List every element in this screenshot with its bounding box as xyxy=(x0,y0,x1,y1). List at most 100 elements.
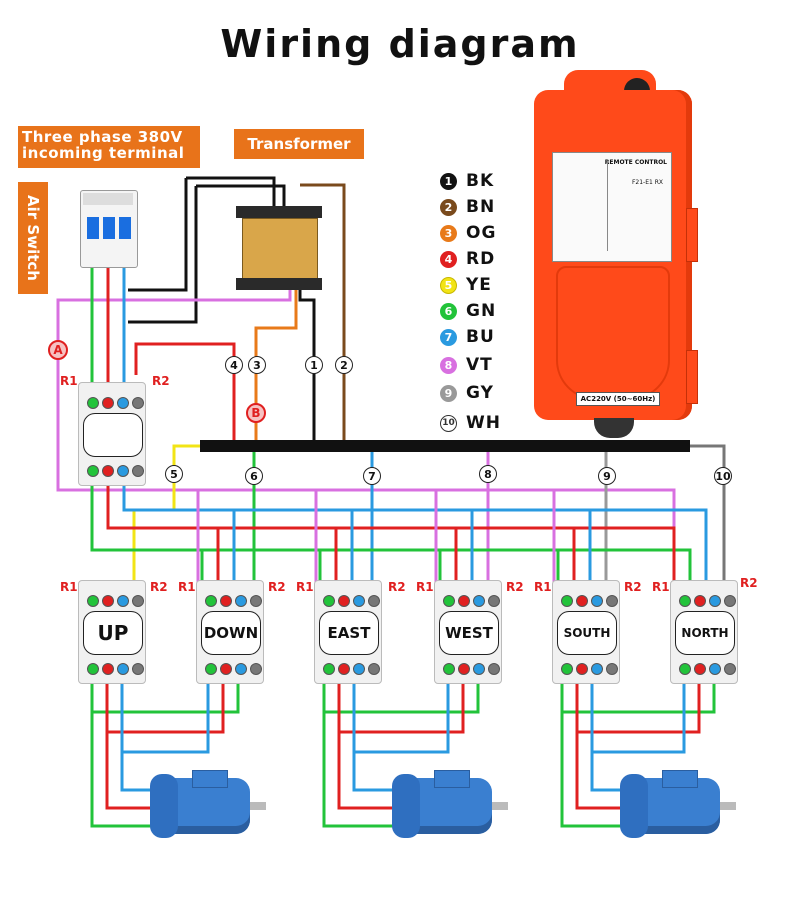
contactor-label: UP xyxy=(97,621,129,645)
terminal-top xyxy=(709,595,721,607)
terminal-bottom xyxy=(323,663,335,675)
wire-black-transformer-4 xyxy=(196,184,286,208)
wire-number-1: 1 xyxy=(305,356,323,374)
terminal-bottom xyxy=(443,663,455,675)
motor-terminal-box xyxy=(434,770,470,788)
terminal-bottom xyxy=(724,663,736,675)
terminal-top xyxy=(606,595,618,607)
terminal-top xyxy=(102,595,114,607)
legend-color-code: GY xyxy=(466,383,494,403)
contactor-drops xyxy=(196,490,592,590)
breaker-toggle-1 xyxy=(87,217,99,239)
terminal-top xyxy=(132,595,144,607)
panel-color-table xyxy=(557,161,608,251)
transformer xyxy=(236,206,322,290)
wire-number-2: 2 xyxy=(335,356,353,374)
label-r2: R2 xyxy=(624,580,642,594)
terminal-bottom xyxy=(338,663,350,675)
label-r2: R2 xyxy=(388,580,406,594)
marker-b: B xyxy=(246,403,266,423)
legend-number-badge: 8 xyxy=(440,356,457,374)
terminal-bottom xyxy=(576,663,588,675)
terminal-top xyxy=(338,595,350,607)
terminal-top xyxy=(87,397,99,409)
terminal-top xyxy=(205,595,217,607)
control-bus-bar xyxy=(200,440,690,452)
breaker-toggle-2 xyxy=(103,217,115,239)
legend-item-gn: 6 GN xyxy=(440,300,496,322)
legend-number-badge: 10 xyxy=(440,414,457,432)
contactor-label: NORTH xyxy=(681,626,729,640)
terminal-bottom xyxy=(591,663,603,675)
wire-brown-2 xyxy=(300,183,346,440)
terminal-bottom xyxy=(102,663,114,675)
terminal-bottom xyxy=(488,663,500,675)
terminal-top xyxy=(220,595,232,607)
terminal-bottom xyxy=(694,663,706,675)
terminal-bottom xyxy=(368,663,380,675)
label-r2: R2 xyxy=(268,580,286,594)
terminal-top xyxy=(443,595,455,607)
receiver-voltage-label: AC220V (50~60Hz) xyxy=(576,392,660,406)
wire-number-7: 7 xyxy=(363,467,381,485)
remote-receiver: REMOTE CONTROL F21-E1 RX AC220V (50~60Hz… xyxy=(534,70,698,438)
legend-color-code: VT xyxy=(466,355,493,375)
legend-color-code: GN xyxy=(466,301,497,321)
contactor-face: SOUTH xyxy=(557,611,617,655)
motor-fan-cover xyxy=(392,774,420,838)
legend-color-code: BU xyxy=(466,327,495,347)
contactor-face: NORTH xyxy=(675,611,735,655)
terminal-bottom xyxy=(117,663,129,675)
terminal-bottom xyxy=(561,663,573,675)
receiver-cover xyxy=(556,266,670,400)
legend-color-code: BN xyxy=(466,197,496,217)
motor-feed-wire xyxy=(105,672,170,810)
wire-number-6: 6 xyxy=(245,467,263,485)
contactor-face: UP xyxy=(83,611,143,655)
wire-green-distribution xyxy=(90,480,692,590)
terminal-bottom xyxy=(473,663,485,675)
contactor-label: DOWN xyxy=(203,624,259,642)
legend-number-badge: 9 xyxy=(440,384,457,402)
terminal-top xyxy=(323,595,335,607)
legend-number-badge: 6 xyxy=(440,302,457,320)
terminal-bottom xyxy=(220,663,232,675)
legend-color-code: OG xyxy=(466,223,497,243)
label-r1: R1 xyxy=(60,374,78,388)
label-r2: R2 xyxy=(150,580,168,594)
label-r1: R1 xyxy=(60,580,78,594)
label-r1: R1 xyxy=(534,580,552,594)
legend-item-og: 3 OG xyxy=(440,222,496,244)
wire-black-transformer-2 xyxy=(186,176,276,208)
motor-terminal-box xyxy=(662,770,698,788)
label-r1: R1 xyxy=(296,580,314,594)
receiver-cable-gland xyxy=(594,418,634,438)
contactor-label: EAST xyxy=(327,624,371,642)
legend-number-badge: 3 xyxy=(440,224,457,242)
terminal-top xyxy=(591,595,603,607)
receiver-label-panel: REMOTE CONTROL F21-E1 RX xyxy=(552,152,672,262)
air-switch-breaker xyxy=(80,190,138,268)
contactor-face xyxy=(83,413,143,457)
motor-feed-wire xyxy=(575,672,640,810)
label-r1: R1 xyxy=(652,580,670,594)
label-r2: R2 xyxy=(506,580,524,594)
legend-number-badge: 5 xyxy=(440,276,457,294)
terminal-top xyxy=(250,595,262,607)
wire-number-9: 9 xyxy=(598,467,616,485)
air-switch-text: Air Switch xyxy=(24,195,42,281)
legend-item-vt: 8 VT xyxy=(440,354,493,376)
terminal-top xyxy=(576,595,588,607)
incoming-terminal-label: Three phase 380V incoming terminal xyxy=(18,126,200,168)
legend-number-badge: 4 xyxy=(440,250,457,268)
label-r1: R1 xyxy=(416,580,434,594)
wire-blue-distribution xyxy=(122,480,708,590)
terminal-top xyxy=(368,595,380,607)
terminal-top xyxy=(458,595,470,607)
legend-number-badge: 2 xyxy=(440,198,457,216)
legend-item-gy: 9 GY xyxy=(440,382,494,404)
terminal-bottom xyxy=(353,663,365,675)
incoming-line-1: Three phase 380V xyxy=(22,128,183,146)
wire-violet-loop xyxy=(56,240,676,590)
contactor-north: NORTH xyxy=(670,580,738,684)
